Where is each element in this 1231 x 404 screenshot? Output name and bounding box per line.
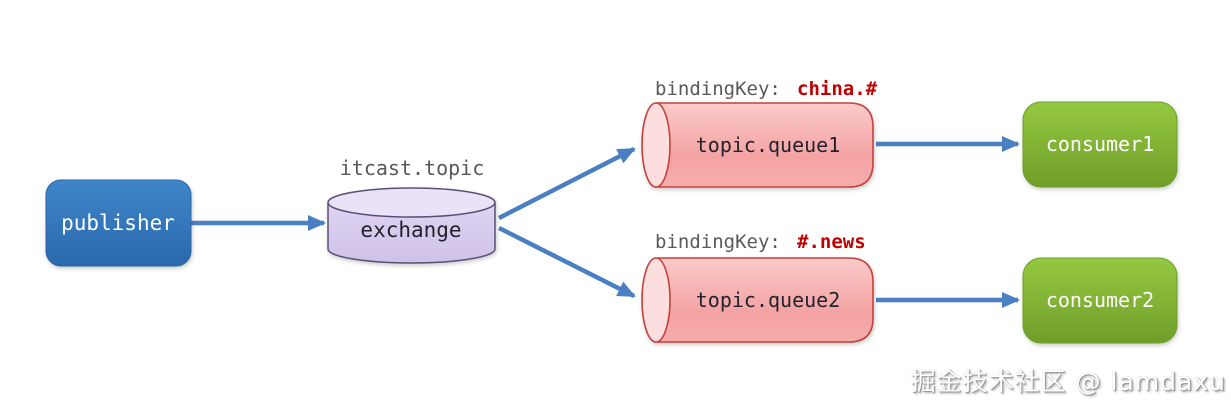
exchange-label: exchange	[360, 218, 461, 242]
publisher-label: publisher	[61, 211, 175, 235]
consumer2-label: consumer2	[1046, 288, 1154, 312]
queue2-bindingkey-value: #.news	[797, 231, 866, 253]
queue2-cylinder	[641, 257, 874, 343]
exchange-cylinder	[327, 187, 496, 264]
queue1-cylinder	[641, 102, 874, 188]
queue2-label: topic.queue2	[696, 288, 841, 312]
arrow-exchange-to-queue1	[497, 146, 636, 221]
watermark: 掘金技术社区 @ lamdaxu	[910, 367, 1226, 396]
exchange-name-label: itcast.topic	[340, 156, 485, 180]
queue1-bindingkey-value: china.#	[797, 78, 878, 100]
publisher-node	[45, 179, 192, 267]
queue1-label: topic.queue1	[696, 133, 841, 157]
consumer1-node	[1022, 101, 1178, 188]
consumer1-label: consumer1	[1046, 132, 1154, 156]
consumer2-node	[1022, 257, 1178, 344]
queue2-bindingkey-prefix: bindingKey:	[655, 231, 781, 253]
queue1-bindingkey-prefix: bindingKey:	[655, 78, 781, 100]
arrow-exchange-to-queue2	[497, 225, 636, 299]
